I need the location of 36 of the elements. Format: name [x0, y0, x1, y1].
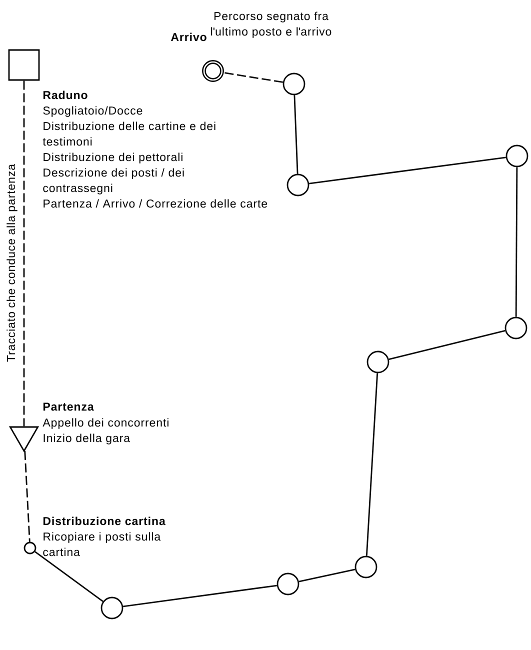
note-text: Percorso segnato fra l'ultimo posto e l'arrivo	[211, 12, 332, 38]
route-line	[222, 72, 284, 83]
note-text: Appello dei concorrenti	[42, 418, 168, 429]
control-circle	[354, 556, 378, 578]
control-circle	[506, 144, 528, 168]
control-circle	[366, 350, 390, 374]
note-text: Distribuzione dei pettorali	[44, 152, 182, 164]
control-circle	[504, 316, 528, 340]
heading: Partenza	[43, 402, 94, 411]
route-line	[309, 156, 506, 184]
control-circle	[282, 72, 306, 96]
heading: Arrivo	[170, 32, 206, 42]
route-line	[34, 551, 104, 602]
control-circle	[286, 174, 310, 196]
map-point-circle	[24, 542, 36, 554]
heading: Distribuzione cartina	[43, 516, 166, 526]
route-line	[515, 167, 518, 317]
control-circle	[276, 572, 300, 596]
heading: Raduno	[43, 90, 88, 100]
note-text: Spogliatoio/Docce	[43, 106, 142, 117]
route-line	[23, 80, 25, 426]
route-line	[294, 95, 298, 174]
finish-circle	[202, 60, 224, 82]
note-text: Ricopiare i posti sulla cartina	[43, 532, 161, 556]
vertical-text: Tracciato che conduce alla partenza	[6, 164, 18, 362]
note-text: Descrizione dei posti / dei contrassegni	[43, 168, 184, 194]
route-line	[123, 584, 277, 608]
note-text: Inizio della gara	[44, 434, 130, 444]
route-line	[366, 373, 378, 556]
start-square	[8, 49, 40, 81]
control-circle	[100, 596, 124, 620]
route-line	[298, 568, 356, 582]
note-text: Partenza / Arrivo / Correzione delle carte	[44, 199, 268, 208]
route-line	[388, 330, 506, 360]
note-text: Distribuzione delle cartine e dei testimoni	[42, 122, 216, 146]
route-line	[24, 450, 30, 542]
